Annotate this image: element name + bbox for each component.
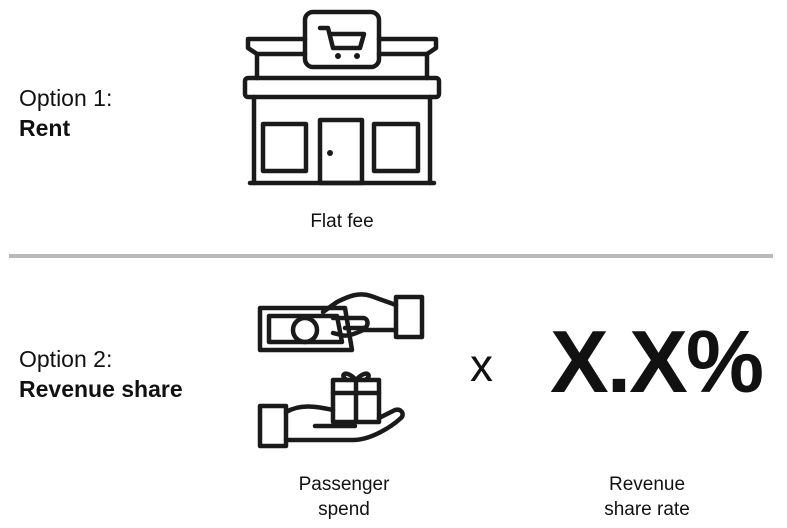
option-1-name: Rent — [19, 115, 71, 141]
option-1-number: Option 1: — [19, 85, 113, 111]
option-2-label: Option 2: Revenue share — [19, 344, 183, 404]
option-1-label: Option 1: Rent — [19, 83, 112, 143]
option-2-number: Option 2: — [19, 346, 113, 372]
revenue-rate-line-2: share rate — [604, 499, 690, 520]
passenger-spend-caption: Passenger spend — [264, 472, 424, 522]
revenue-share-rate-caption: Revenue share rate — [567, 472, 727, 522]
storefront-cart-icon — [240, 8, 445, 190]
option-2-name: Revenue share — [19, 376, 183, 402]
flat-fee-caption: Flat fee — [310, 211, 374, 232]
revenue-share-rate-value: X.X% — [550, 312, 764, 411]
revenue-rate-line-1: Revenue — [608, 474, 686, 495]
cash-handover-gift-icon — [255, 290, 435, 460]
section-divider — [9, 254, 773, 258]
multiply-sign: x — [470, 339, 493, 391]
passenger-spend-line-1: Passenger — [298, 474, 390, 495]
passenger-spend-line-2: spend — [318, 499, 370, 520]
